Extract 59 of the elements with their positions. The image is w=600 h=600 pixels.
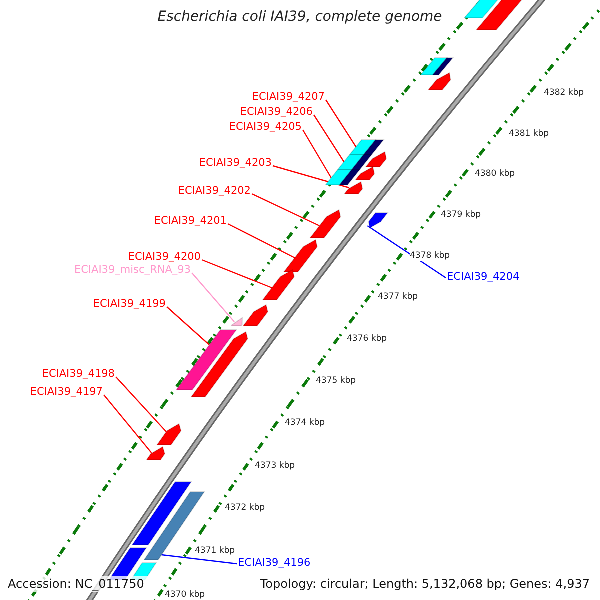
title: Escherichia coli IAI39, complete genome [158,10,442,24]
gene-label: ECIAI39_4201 [154,216,227,226]
leader-line [202,259,272,289]
leader-line [228,223,296,259]
gene-block [365,151,388,168]
tick-label: 4375 kbp [316,377,356,386]
gene-bar [324,170,361,186]
gene-label: ECIAI39_4198 [42,369,115,380]
gene-label: ECIAI39_4200 [128,252,201,262]
leader-line [166,306,210,346]
leader-line [367,226,446,278]
gene-label: ECIAI39_4203 [199,158,272,168]
leader-line [326,100,357,148]
tick-label: 4376 kbp [347,335,388,344]
gene-bar [132,482,192,546]
gene-label: ECIAI39_4206 [240,107,313,118]
gene-bar [476,0,524,30]
tick-label: 4381 kbp [509,130,550,138]
gene-label: ECIAI39_4204 [447,272,520,282]
leader-line [192,272,235,322]
leader-line [252,193,320,227]
gene-label: ECIAI39_4202 [178,186,251,196]
gene-block [230,317,244,326]
leader-line [104,394,152,454]
gene-block [146,446,166,460]
tick-label: 4370 kbp [165,591,206,600]
gene-label: ECIAI39_4196 [238,558,311,568]
tick-label: 4380 kbp [475,170,516,178]
gene-block [354,166,376,180]
gene-label: ECIAI39_4207 [252,92,325,102]
gene-block [368,212,389,229]
gene-block [156,423,182,446]
tick-label: 4374 kbp [285,419,326,428]
tick-label: 4373 kbp [255,462,296,470]
gene-bar [420,58,454,76]
gene-block [309,209,342,238]
leader-line [116,376,167,432]
tick-label: 4379 kbp [441,211,482,220]
tick-label: 4382 kbp [544,89,584,98]
gene-bar [176,330,238,390]
leader-line [302,130,332,178]
gene-label: ECIAI39_misc_RNA_93 [74,265,191,276]
gene-label: ECIAI39_4205 [229,122,302,132]
gene-block [428,72,452,90]
leader-line [314,114,345,162]
tick-label: 4377 kbp [378,293,418,302]
gene-block [283,239,318,272]
gene-label: ECIAI39_4199 [93,299,166,310]
gene-bar [464,0,500,18]
gene-block [242,304,269,326]
tick-label: 4372 kbp [225,504,266,512]
leader-line [162,554,238,565]
genome-summary: Topology: circular; Length: 5,132,068 bp; Genes: 4,937 [258,578,592,590]
tick-label: 4378 kbp [410,252,450,260]
gene-block [262,269,295,300]
gene-block [344,181,364,194]
gene-block [190,331,248,398]
tick-label: 4371 kbp [195,547,236,556]
gene-label: ECIAI39_4197 [30,387,103,398]
